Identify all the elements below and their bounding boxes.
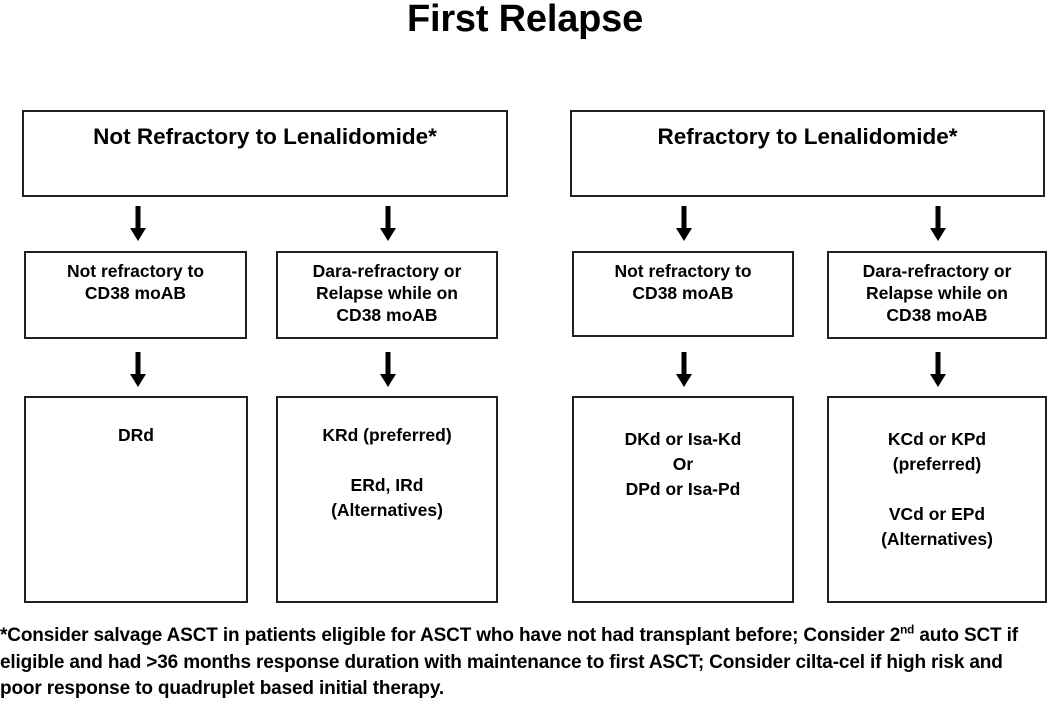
footnote: *Consider salvage ASCT in patients eligi… xyxy=(0,623,1040,703)
regimen-box-left-2: KRd (preferred) ERd, IRd (Alternatives) xyxy=(276,396,498,603)
cd38-status-label: Dara-refractory or Relapse while on CD38… xyxy=(312,261,462,325)
arrow-down-icon xyxy=(127,206,149,242)
footnote-part-2: auto SCT if eligible and had >36 months … xyxy=(0,625,1018,699)
regimen-label: DKd or Isa-Kd Or DPd or Isa-Pd xyxy=(624,429,742,499)
group-header-left-label: Not Refractory to Lenalidomide* xyxy=(93,124,437,149)
arrow-down-icon xyxy=(673,206,695,242)
arrow-down-icon xyxy=(377,206,399,242)
regimen-label: KCd or KPd (preferred) VCd or EPd (Alter… xyxy=(881,429,993,549)
regimen-label: DRd xyxy=(118,425,154,445)
cd38-status-box-right-2: Dara-refractory or Relapse while on CD38… xyxy=(827,251,1047,339)
regimen-label: KRd (preferred) ERd, IRd (Alternatives) xyxy=(322,425,452,520)
arrow-down-icon xyxy=(927,352,949,388)
cd38-status-box-right-1: Not refractory to CD38 moAB xyxy=(572,251,794,337)
regimen-box-left-1: DRd xyxy=(24,396,248,603)
footnote-part-1: *Consider salvage ASCT in patients eligi… xyxy=(0,625,901,646)
cd38-status-box-left-1: Not refractory to CD38 moAB xyxy=(24,251,247,339)
footnote-ordinal-suffix: nd xyxy=(900,623,915,637)
regimen-box-right-2: KCd or KPd (preferred) VCd or EPd (Alter… xyxy=(827,396,1047,603)
arrow-down-icon xyxy=(673,352,695,388)
group-header-refractory-lenalidomide: Refractory to Lenalidomide* xyxy=(570,110,1045,197)
cd38-status-label: Not refractory to CD38 moAB xyxy=(66,261,205,303)
group-header-right-label: Refractory to Lenalidomide* xyxy=(657,124,958,149)
page-title: First Relapse xyxy=(406,0,644,40)
cd38-status-label: Dara-refractory or Relapse while on CD38… xyxy=(862,261,1012,325)
cd38-status-box-left-2: Dara-refractory or Relapse while on CD38… xyxy=(276,251,498,339)
cd38-status-label: Not refractory to CD38 moAB xyxy=(614,261,752,303)
arrow-down-icon xyxy=(127,352,149,388)
regimen-box-right-1: DKd or Isa-Kd Or DPd or Isa-Pd xyxy=(572,396,794,603)
group-header-not-refractory-lenalidomide: Not Refractory to Lenalidomide* xyxy=(22,110,508,197)
arrow-down-icon xyxy=(927,206,949,242)
arrow-down-icon xyxy=(377,352,399,388)
